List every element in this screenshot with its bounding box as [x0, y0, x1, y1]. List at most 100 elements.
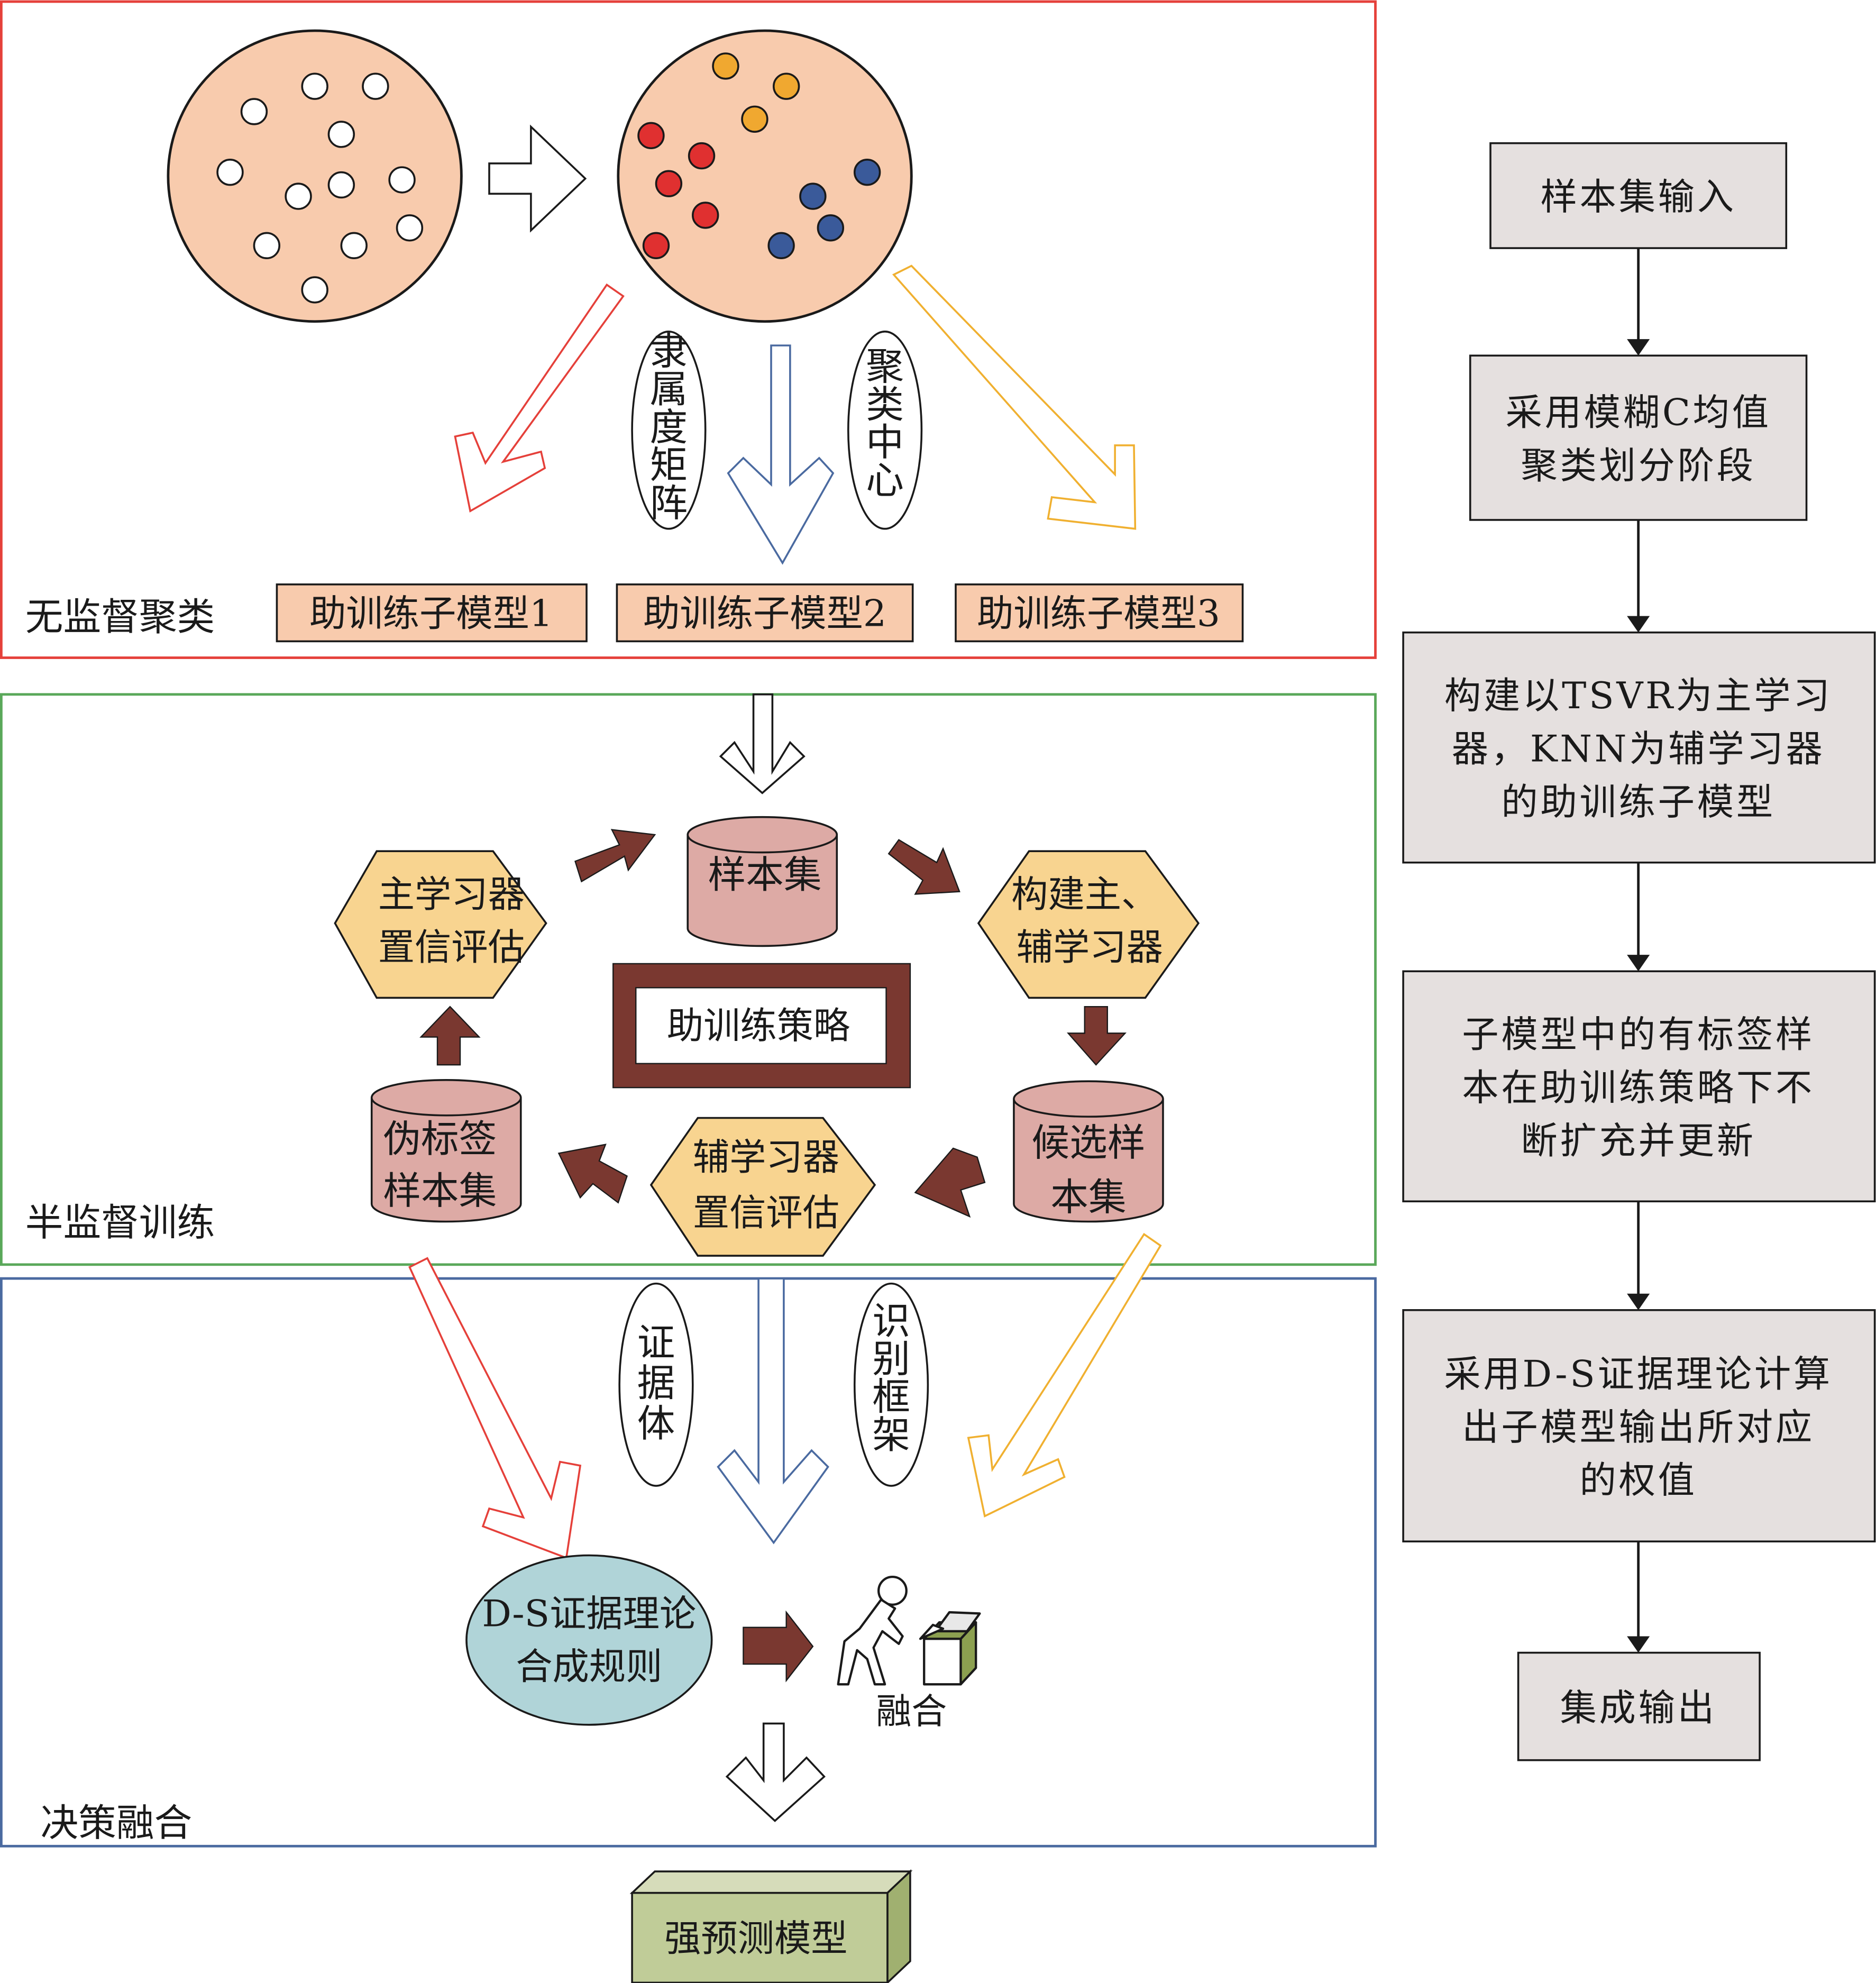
ds-combination-rule-ellipse: D-S证据理论 合成规则 [465, 1554, 713, 1726]
section-unsupervised-frame [0, 0, 1377, 659]
arrowhead-icon [1627, 339, 1650, 356]
svg-text:辅学习器: 辅学习器 [1017, 927, 1163, 969]
cluster-dot [637, 122, 665, 150]
frame-of-discernment-label: 识别框架 [853, 1282, 929, 1487]
fusion-label: 融合 [876, 1690, 947, 1732]
hollow-down-arrow-icon [725, 1722, 826, 1822]
sample-set-cylinder: 样本集 [687, 816, 838, 947]
process-flowchart: 样本集输入采用模糊C均值聚类划分阶段构建以TSVR为主学习器，KNN为辅学习器的… [1402, 142, 1876, 1761]
svg-text:隶属度矩阵: 隶属度矩阵 [650, 329, 688, 525]
cluster-center-label: 聚类中心 [847, 331, 923, 530]
co-training-strategy-label: 助训练策略 [667, 1005, 850, 1047]
arrowhead-icon [1627, 955, 1650, 972]
cluster-dot [692, 202, 719, 229]
main-learner-eval-hexagon: 主学习器 置信评估 [334, 850, 547, 999]
flowchart-step-text: 子模型中的有标签样 [1462, 1014, 1815, 1056]
strong-predictive-model-box: 强预测模型 [629, 1869, 913, 1983]
blue-hollow-arrow-icon [727, 344, 835, 565]
submodel-box-1: 助训练子模型1 [276, 583, 588, 643]
sample-dot [216, 158, 244, 186]
submodel-box-2: 助训练子模型2 [616, 583, 914, 643]
sample-dot [253, 232, 281, 259]
submodel-label-3: 助训练子模型3 [977, 593, 1220, 635]
candidate-set-cylinder: 候选样 本集 [1013, 1080, 1164, 1223]
cycle-arrow-icon [574, 829, 656, 883]
cluster-dot [741, 105, 768, 133]
submodel-label-2: 助训练子模型2 [643, 593, 886, 635]
sample-dot [362, 72, 389, 100]
cluster-dot [817, 214, 845, 242]
cluster-dot [853, 158, 881, 186]
cycle-arrow-icon [557, 1144, 628, 1204]
flowchart-step-text: 样本集输入 [1540, 176, 1736, 218]
section-fusion-frame [0, 1277, 1377, 1848]
svg-text:证据体: 证据体 [637, 1320, 675, 1446]
build-learners-hexagon: 构建主、 辅学习器 [977, 850, 1200, 999]
cluster-dot [712, 52, 739, 80]
cluster-dot [642, 232, 670, 259]
fusion-arrow-icon [743, 1610, 814, 1683]
svg-text:构建主、: 构建主、 [1011, 873, 1158, 916]
flowchart-step-1: 样本集输入 [1489, 142, 1788, 249]
person-packing-box-icon [837, 1575, 981, 1686]
svg-text:D-S证据理论: D-S证据理论 [482, 1593, 696, 1635]
flowchart-step-text: 采用模糊C均值 [1506, 392, 1771, 434]
orange-hollow-arrow-icon [892, 264, 1137, 530]
svg-text:置信评估: 置信评估 [693, 1192, 839, 1235]
submodel-label-1: 助训练子模型1 [309, 593, 553, 635]
raw-sample-circle [167, 29, 463, 323]
cluster-dot [799, 182, 827, 210]
svg-text:置信评估: 置信评估 [378, 927, 525, 969]
svg-text:伪标签: 伪标签 [383, 1117, 497, 1161]
membership-matrix-label: 隶属度矩阵 [631, 329, 707, 530]
sample-dot [396, 214, 424, 242]
svg-text:主学习器: 主学习器 [378, 873, 525, 916]
flowchart-step-text: 集成输出 [1560, 1687, 1716, 1729]
flowchart-step-text: 本在助训练策略下不 [1462, 1067, 1815, 1109]
aux-learner-eval-hexagon: 辅学习器 置信评估 [649, 1117, 876, 1257]
cluster-dot [767, 232, 795, 259]
hollow-right-arrow-icon [488, 124, 587, 233]
flowchart-step-text: 构建以TSVR为主学习 [1444, 675, 1833, 717]
flowchart-step-text: 出子模型输出所对应 [1462, 1406, 1815, 1449]
svg-text:本集: 本集 [1050, 1175, 1126, 1219]
svg-text:聚类中心: 聚类中心 [866, 344, 904, 502]
arrowhead-icon [1627, 616, 1650, 633]
evidence-body-label: 证据体 [618, 1282, 694, 1487]
red-hollow-arrow-icon [454, 283, 625, 513]
clustered-sample-circle [617, 29, 913, 323]
svg-text:样本集: 样本集 [383, 1168, 497, 1213]
blue-hollow-arrow-icon [717, 1277, 829, 1545]
section-label-semisupervised: 半监督训练 [25, 1200, 215, 1245]
sample-dot [301, 276, 328, 304]
cycle-arrow-icon [887, 839, 960, 895]
flowchart-step-text: 聚类划分阶段 [1521, 445, 1755, 487]
svg-text:识别框架: 识别框架 [872, 1299, 910, 1457]
flowchart-step-text: 的助训练子模型 [1501, 781, 1776, 824]
flowchart-step-text: 断扩充并更新 [1521, 1120, 1755, 1162]
sample-dot [388, 166, 416, 194]
sample-set-label: 样本集 [708, 853, 822, 897]
sample-dot [285, 182, 312, 210]
flowchart-step-text: 的权值 [1580, 1459, 1697, 1502]
submodel-box-3: 助训练子模型3 [955, 583, 1244, 643]
cluster-dot [688, 142, 716, 170]
flowchart-step-6: 集成输出 [1517, 1651, 1761, 1761]
red-hollow-arrow-icon [408, 1257, 582, 1559]
section-semisupervised-frame [0, 693, 1377, 1266]
cluster-dot [772, 72, 800, 100]
pseudo-label-set-cylinder: 伪标签 样本集 [370, 1079, 522, 1223]
section-label-fusion: 决策融合 [40, 1801, 192, 1845]
co-training-strategy-box: 助训练策略 [612, 963, 911, 1089]
arrowhead-icon [1627, 1293, 1650, 1310]
cluster-dot [655, 170, 683, 197]
svg-text:候选样: 候选样 [1031, 1120, 1145, 1165]
cycle-arrow-icon [914, 1147, 986, 1218]
sample-dot [301, 72, 328, 100]
svg-text:辅学习器: 辅学习器 [693, 1137, 839, 1179]
sample-dot [240, 98, 268, 125]
sample-dot [327, 121, 355, 148]
